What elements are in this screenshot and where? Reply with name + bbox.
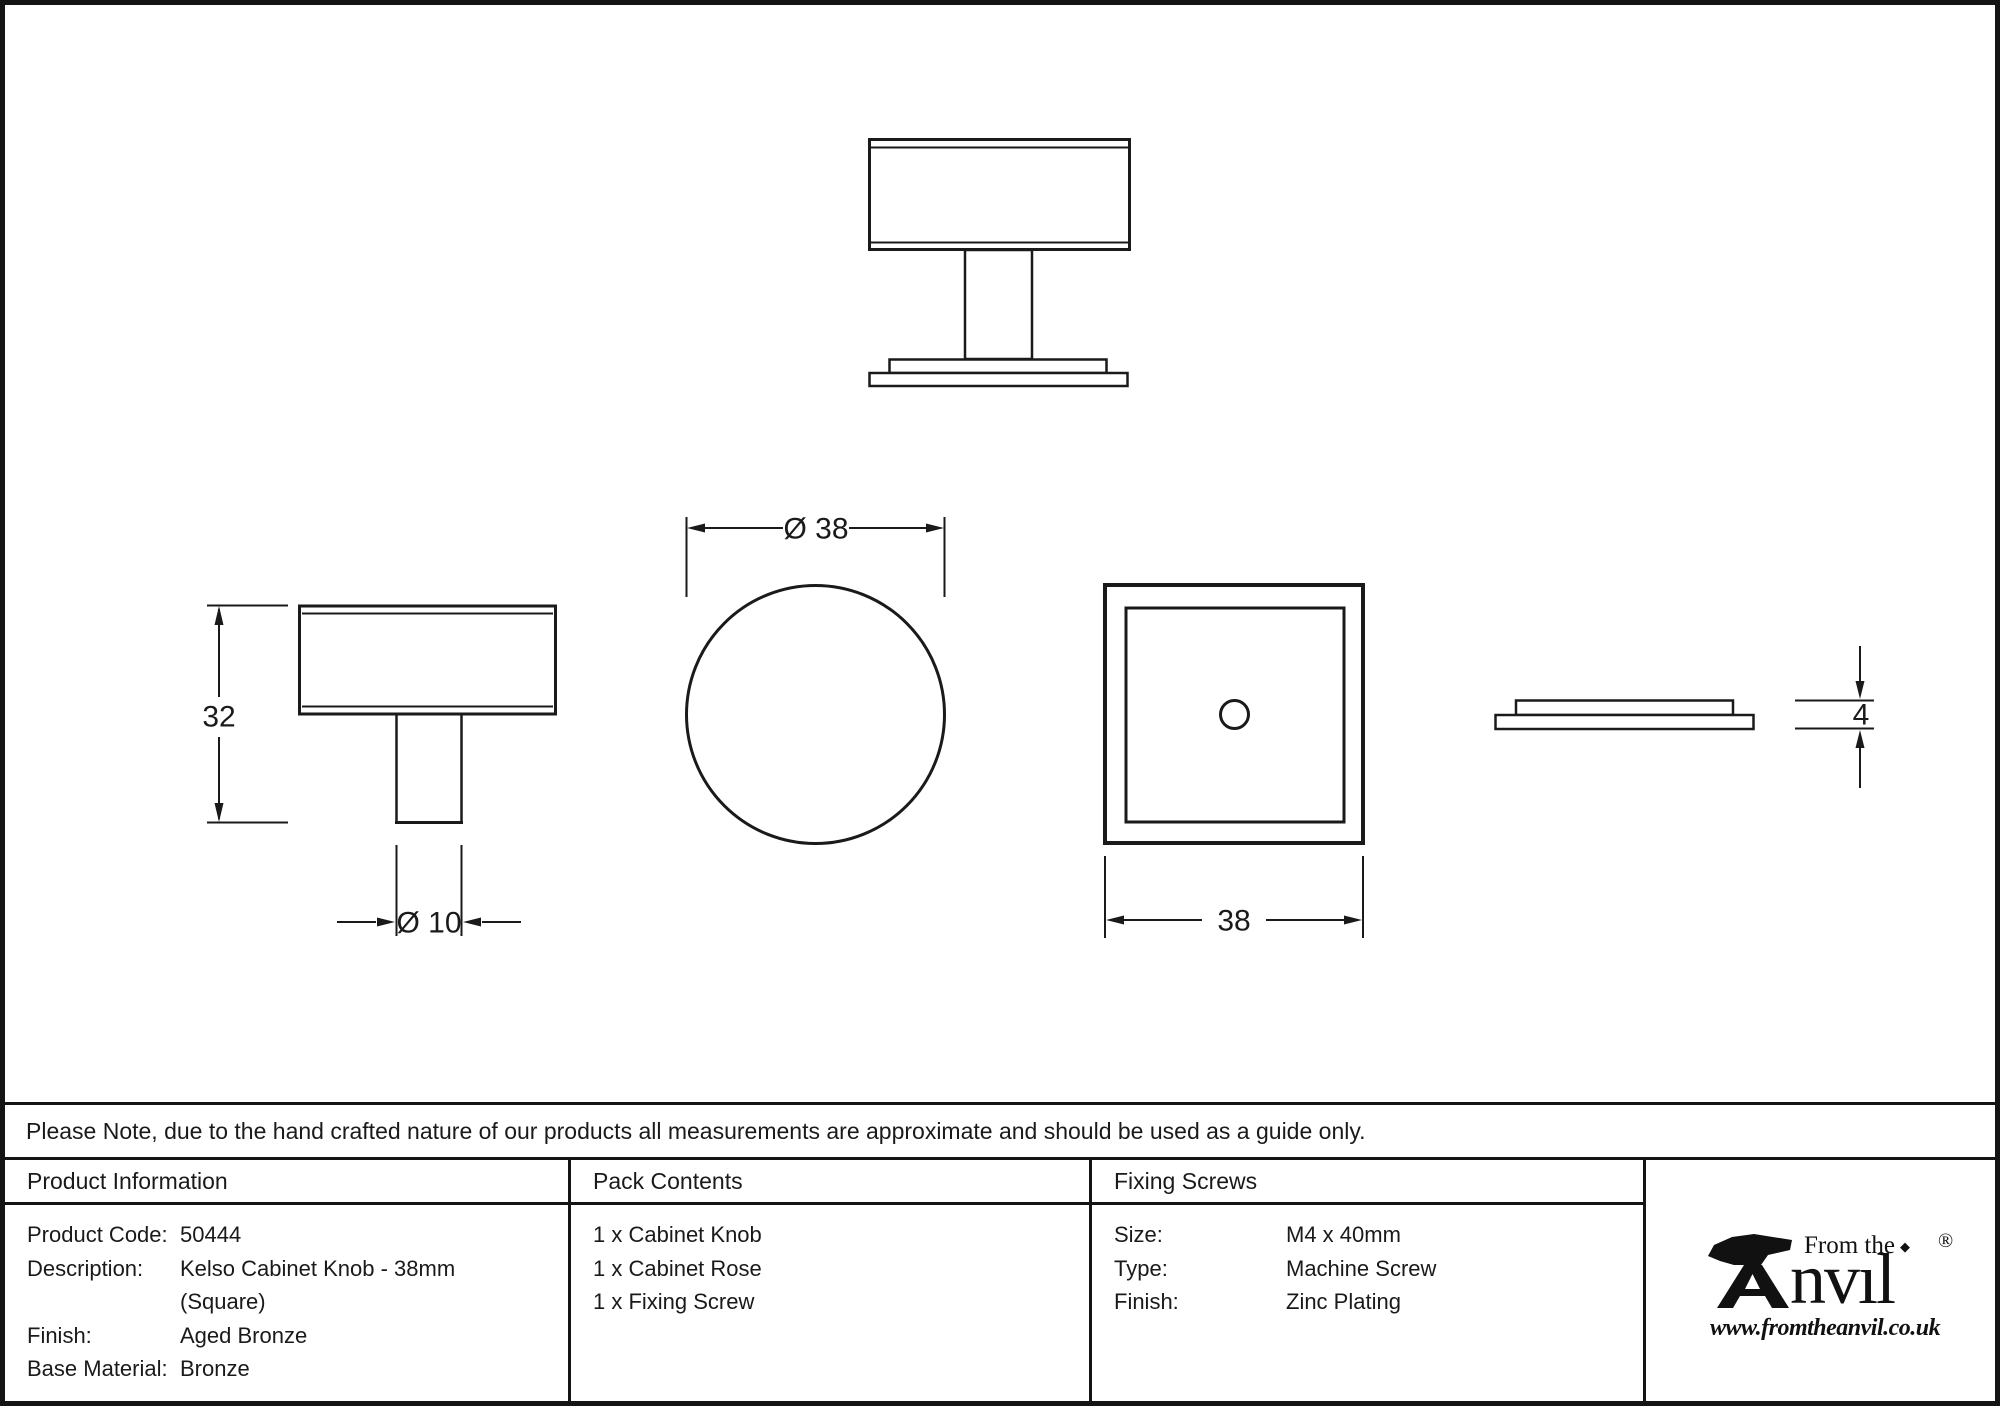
field-value: M4 x 40mm	[1286, 1222, 1401, 1247]
logo-tagline: From the	[1804, 1232, 1895, 1259]
product-information-body: Product Code: 50444 Description: Kelso C…	[5, 1205, 568, 1386]
logo-wordmark: nvıl	[1790, 1239, 1896, 1319]
field-label	[27, 1285, 180, 1319]
dim-label-knob-diameter: Ø 38	[783, 513, 848, 546]
table-row: Base Material: Bronze	[27, 1352, 568, 1386]
rose-back-view: 38	[1103, 583, 1365, 938]
list-item: 1 x Fixing Screw	[593, 1289, 755, 1314]
field-value: Zinc Plating	[1286, 1289, 1401, 1314]
dimension-knob-diameter: Ø 38	[685, 513, 946, 597]
dimension-rose-thickness: 4	[1795, 646, 1874, 788]
product-information-cell: Product Information Product Code: 50444 …	[5, 1160, 571, 1402]
table-row: Finish: Aged Bronze	[27, 1319, 568, 1353]
rose-upper-layer	[1514, 699, 1735, 717]
knob-head	[868, 138, 1131, 251]
field-value: 50444	[180, 1222, 242, 1247]
dim-label-rose-width: 38	[1217, 905, 1250, 938]
knob-face-circle	[685, 584, 946, 845]
knob-assembled-side-view	[868, 138, 1131, 388]
knob-head	[298, 604, 557, 716]
registered-trademark-icon: ®	[1938, 1230, 1954, 1252]
field-value: Bronze	[180, 1356, 250, 1381]
rose-lower-layer	[868, 371, 1129, 388]
field-label: Base Material:	[27, 1356, 168, 1381]
knob-stem	[963, 248, 1034, 361]
knob-side-view-dimensioned: 32 Ø 10	[202, 604, 557, 940]
dim-label-knob-height: 32	[202, 701, 235, 734]
pack-contents-body: 1 x Cabinet Knob 1 x Cabinet Rose 1 x Fi…	[571, 1205, 1089, 1319]
drawing-area: 32 Ø 10 Ø	[202, 138, 1874, 940]
rose-side-view: 4	[1494, 646, 1874, 788]
dimension-rose-width: 38	[1104, 856, 1364, 938]
pack-contents-header: Pack Contents	[571, 1160, 1089, 1205]
table-row: Product Code: 50444	[27, 1218, 568, 1252]
pack-contents-cell: Pack Contents 1 x Cabinet Knob 1 x Cabin…	[571, 1160, 1092, 1402]
field-label: Finish:	[1114, 1289, 1179, 1314]
note-text: Please Note, due to the hand crafted nat…	[26, 1117, 1366, 1144]
knob-stem	[395, 712, 463, 824]
dim-label-stem-diameter: Ø 10	[396, 907, 461, 940]
arrowhead-up-icon	[1855, 730, 1865, 748]
rose-upper-layer	[888, 358, 1108, 375]
list-item: 1 x Cabinet Rose	[593, 1255, 762, 1281]
knob-front-view: Ø 38	[685, 513, 946, 845]
logo-cell: From the ◆ nvıl ® www.fromtheanvil.co.uk	[1646, 1160, 1995, 1402]
field-label: Size:	[1114, 1222, 1163, 1247]
arrowhead-right-icon	[1344, 915, 1362, 925]
field-label: Product Code:	[27, 1222, 168, 1247]
arrowhead-right-icon	[377, 917, 395, 927]
table-row: Description: Kelso Cabinet Knob - 38mm	[27, 1252, 568, 1286]
anvil-icon	[1708, 1234, 1792, 1308]
dimension-stem-diameter: Ø 10	[337, 845, 521, 940]
diamond-icon: ◆	[1900, 1239, 1910, 1254]
arrowhead-down-icon	[1855, 681, 1865, 699]
fixing-screws-cell: Fixing Screws Size: M4 x 40mm Type: Mach…	[1092, 1160, 1646, 1402]
rose-inner-square	[1124, 606, 1346, 824]
field-label: Description:	[27, 1255, 144, 1281]
screw-hole	[1219, 699, 1250, 730]
fixing-screws-header: Fixing Screws	[1092, 1160, 1643, 1205]
arrowhead-down-icon	[214, 803, 224, 822]
dimension-knob-height: 32	[202, 604, 288, 824]
list-item: 1 x Cabinet Knob	[593, 1222, 762, 1247]
fixing-screws-body: Size: M4 x 40mm Type: Machine Screw Fini…	[1092, 1205, 1643, 1319]
field-value: Machine Screw	[1286, 1255, 1437, 1281]
arrowhead-right-icon	[926, 523, 944, 533]
note-bar: Please Note, due to the hand crafted nat…	[5, 1102, 1995, 1160]
product-information-header: Product Information	[5, 1160, 568, 1205]
table-row: Size: M4 x 40mm	[1114, 1218, 1643, 1252]
table-row: (Square)	[27, 1285, 568, 1319]
table-row: Type: Machine Screw	[1114, 1252, 1643, 1286]
arrowhead-left-icon	[1106, 915, 1124, 925]
arrowhead-up-icon	[214, 606, 224, 625]
arrowhead-left-icon	[687, 523, 705, 533]
field-value: Aged Bronze	[180, 1322, 308, 1348]
field-value: Kelso Cabinet Knob - 38mm	[180, 1255, 456, 1281]
arrowhead-left-icon	[463, 917, 481, 927]
logo-url: www.fromtheanvil.co.uk	[1710, 1315, 1941, 1341]
dim-label-rose-thickness: 4	[1853, 699, 1870, 732]
table-row: Finish: Zinc Plating	[1114, 1285, 1643, 1319]
rose-lower-layer	[1494, 713, 1755, 731]
from-the-anvil-logo: From the ◆ nvıl ® www.fromtheanvil.co.uk	[1704, 1230, 1960, 1346]
field-label: Type:	[1114, 1255, 1168, 1281]
field-label: Finish:	[27, 1322, 92, 1348]
field-value: (Square)	[180, 1289, 266, 1314]
